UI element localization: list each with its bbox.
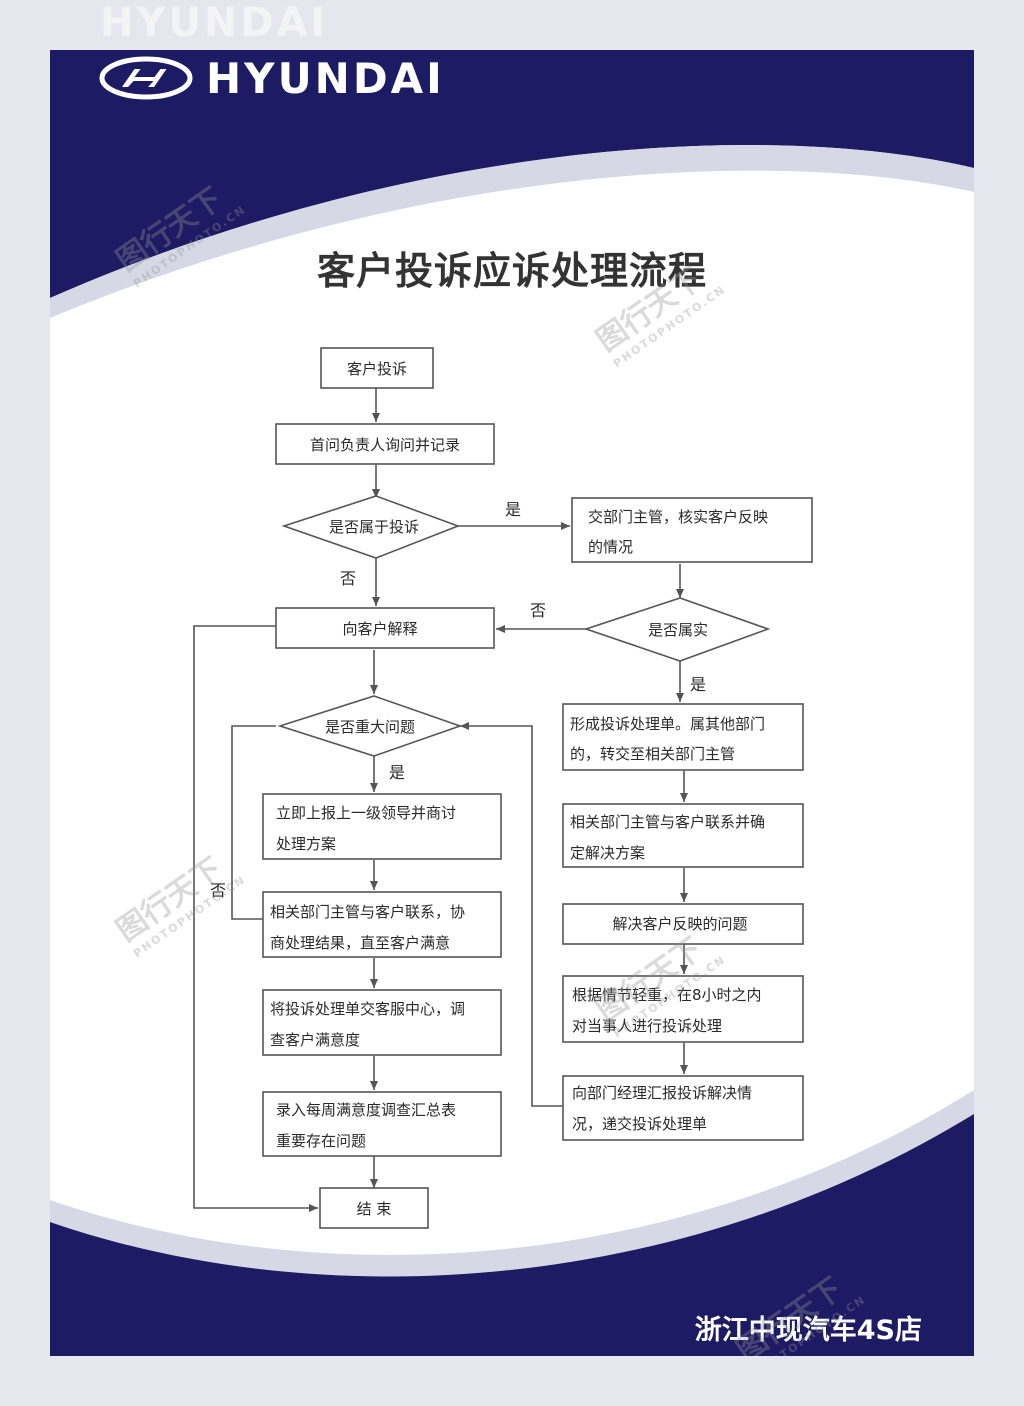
svg-text:立即上报上一级领导并商讨: 立即上报上一级领导并商讨 [276,804,456,822]
brand: HYUNDAI [98,53,445,103]
svg-text:查客户满意度: 查客户满意度 [270,1031,360,1049]
node-end: 结 束 [319,1187,429,1229]
svg-text:对当事人进行投诉处理: 对当事人进行投诉处理 [572,1017,722,1035]
label-no-major: 否 [210,881,226,900]
svg-text:录入每周满意度调查汇总表: 录入每周满意度调查汇总表 [276,1101,456,1119]
node-severity: 根据情节轻重，在8小时之内 对当事人进行投诉处理 [562,975,804,1043]
poster: HYUNDAI 客户投诉应诉处理流程 [50,50,974,1356]
node-manager: 向部门经理汇报投诉解决情 况，递交投诉处理单 [562,1075,804,1141]
svg-text:处理方案: 处理方案 [276,835,336,853]
node-contact: 相关部门主管与客户联系，协 商处理结果，直至客户满意 [262,891,502,958]
node-solve: 解决客户反映的问题 [562,903,804,945]
brand-name: HYUNDAI [206,53,445,103]
node-verify: 交部门主管，核实客户反映 的情况 [571,497,813,563]
svg-text:交部门主管，核实客户反映: 交部门主管，核实客户反映 [588,508,768,526]
flowchart: 客户投诉 首问负责人询问并记录 是否属于投诉 交部门主管，核实客户反映 的情况 … [193,347,813,1229]
node-is-complaint: 是否属于投诉 [281,495,461,559]
svg-text:是否属实: 是否属实 [648,621,708,639]
svg-text:将投诉处理单交客服中心，调: 将投诉处理单交客服中心，调 [270,1000,465,1018]
label-no-true: 否 [530,601,546,620]
svg-text:解决客户反映的问题: 解决客户反映的问题 [612,915,747,933]
node-service: 将投诉处理单交客服中心，调 查客户满意度 [262,989,502,1056]
svg-text:定解决方案: 定解决方案 [570,844,645,862]
node-decide: 相关部门主管与客户联系并确 定解决方案 [562,803,804,868]
svg-text:形成投诉处理单。属其他部门: 形成投诉处理单。属其他部门 [570,715,765,733]
node-record: 首问负责人询问并记录 [275,423,495,465]
label-no-complaint: 否 [340,569,356,588]
svg-text:是否属于投诉: 是否属于投诉 [329,518,419,536]
node-report: 立即上报上一级领导并商讨 处理方案 [262,793,502,860]
svg-text:根据情节轻重，在8小时之内: 根据情节轻重，在8小时之内 [572,986,762,1004]
svg-text:相关部门主管与客户联系，协: 相关部门主管与客户联系，协 [270,903,465,921]
label-yes-major: 是 [389,763,405,782]
label-yes-true: 是 [690,675,706,694]
node-form: 形成投诉处理单。属其他部门 的，转交至相关部门主管 [562,703,804,771]
svg-text:的，转交至相关部门主管: 的，转交至相关部门主管 [570,745,735,763]
svg-text:是否重大问题: 是否重大问题 [325,718,415,736]
svg-text:商处理结果，直至客户满意: 商处理结果，直至客户满意 [270,934,450,952]
svg-text:的情况: 的情况 [588,538,633,556]
label-yes-complaint: 是 [505,500,521,519]
svg-text:客户投诉: 客户投诉 [347,360,407,378]
hyundai-logo-icon [99,56,193,100]
svg-text:况，递交投诉处理单: 况，递交投诉处理单 [572,1115,707,1133]
svg-text:结 束: 结 束 [357,1200,392,1218]
ghost-brand-reflection: HYUNDAI [100,0,329,46]
node-explain: 向客户解释 [275,607,495,649]
node-weekly: 录入每周满意度调查汇总表 重要存在问题 [262,1091,502,1157]
svg-text:首问负责人询问并记录: 首问负责人询问并记录 [310,436,460,454]
svg-text:重要存在问题: 重要存在问题 [276,1132,366,1150]
svg-text:向客户解释: 向客户解释 [342,620,417,638]
node-start: 客户投诉 [320,347,434,389]
footer-store-name: 浙江中现汽车4S店 [694,1315,922,1346]
svg-text:相关部门主管与客户联系并确: 相关部门主管与客户联系并确 [570,813,765,831]
page-title: 客户投诉应诉处理流程 [316,249,707,293]
svg-text:向部门经理汇报投诉解决情: 向部门经理汇报投诉解决情 [572,1084,752,1102]
poster-background [50,50,974,1356]
node-is-true: 是否属实 [583,597,771,662]
connectors [193,388,688,1212]
node-is-major: 是否重大问题 [277,695,463,757]
